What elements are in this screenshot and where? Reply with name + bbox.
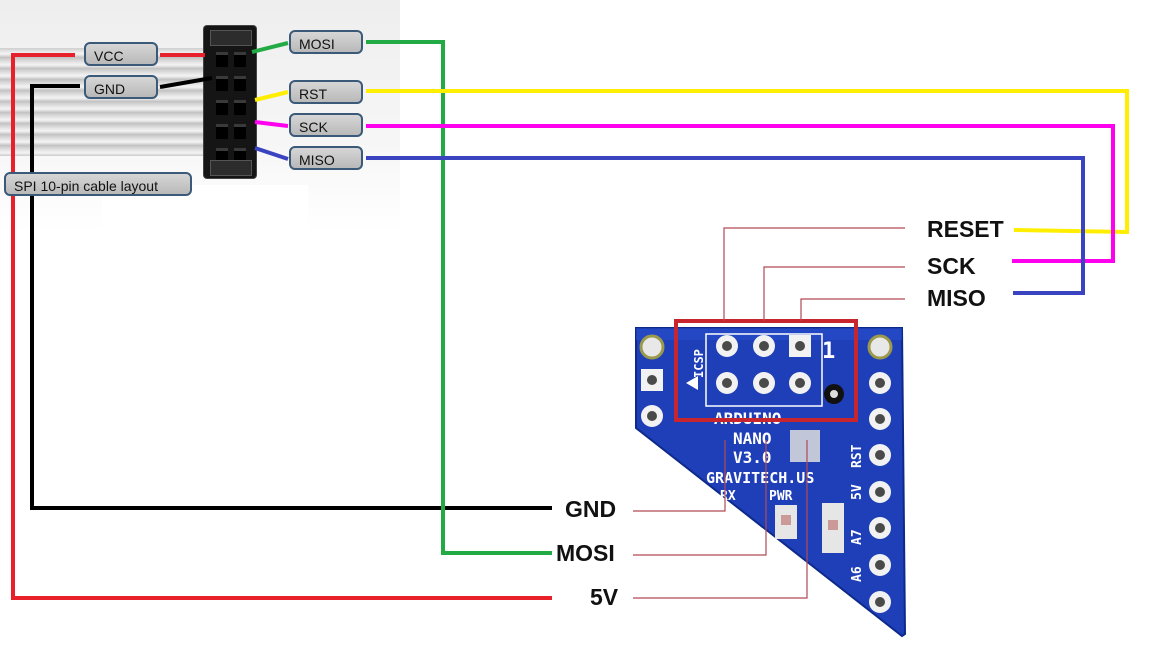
connector-pin-9 [216, 148, 228, 163]
connector-pin-2 [234, 52, 246, 67]
leader-miso [800, 298, 905, 321]
pin-label-sck: SCK [927, 253, 976, 279]
pin-label-reset: RESET [927, 216, 1004, 242]
wire-sck [366, 124, 1115, 263]
callout-vcc: VCC [84, 42, 158, 66]
arduino-nano-board: ARDUINO NANO V3.0 GRAVITECH.US RX PWR 1 … [635, 319, 907, 638]
silk-5v: 5V [850, 484, 865, 500]
silk-pwr: PWR [769, 489, 793, 504]
idc-10pin-connector [204, 26, 256, 178]
silk-version: V3.0 [733, 448, 772, 467]
pin-label-5v: 5V [590, 584, 619, 610]
leader-lines [633, 227, 905, 599]
connector-pin-1 [216, 52, 228, 67]
right-pin-header [869, 372, 891, 613]
wire-vcc-5v [11, 53, 552, 600]
pin-label-mosi: MOSI [556, 540, 615, 566]
wires [11, 40, 1129, 600]
arrow-rst [254, 90, 289, 102]
leader-5v [633, 440, 808, 599]
gravitech-logo [790, 430, 820, 462]
connector-pin-4 [234, 76, 246, 91]
silk-icsp: ICSP [692, 349, 706, 378]
connector-pin-6 [234, 100, 246, 115]
connector-pin-8 [234, 124, 246, 139]
arrow-mosi [251, 41, 289, 54]
connector-latch-top [210, 30, 252, 46]
callout-miso: MISO [289, 146, 363, 170]
pin1-marker: 1 [822, 339, 835, 364]
callout-mosi: MOSI [289, 30, 363, 54]
wire-reset [366, 89, 1129, 235]
silk-nano: NANO [733, 429, 772, 448]
pin-label-gnd: GND [565, 496, 617, 522]
silk-rst: RST [850, 444, 865, 468]
callout-rst: RST [289, 80, 363, 104]
leader-gnd [633, 440, 726, 512]
wire-gnd [30, 84, 552, 510]
leader-reset [723, 227, 905, 321]
connector-pin-7 [216, 124, 228, 139]
silk-gravitech: GRAVITECH.US [706, 469, 814, 487]
arrow-miso [254, 146, 289, 161]
silk-a6: A6 [850, 566, 865, 582]
silk-rx: RX [720, 489, 736, 504]
ribbon-cable [0, 48, 210, 156]
connector-pin-10 [234, 148, 246, 163]
pin-label-miso: MISO [927, 285, 986, 311]
silk-a7: A7 [850, 529, 865, 545]
connector-pin-5 [216, 100, 228, 115]
icsp-header [705, 333, 823, 407]
arrow-sck [254, 120, 289, 128]
wire-mosi [366, 40, 552, 555]
mounting-hole [639, 334, 665, 360]
callout-sck: SCK [289, 113, 363, 137]
leader-mosi [633, 440, 767, 556]
mounting-hole [867, 334, 893, 360]
callout-gnd: GND [84, 75, 158, 99]
icsp-highlight-box [674, 319, 858, 422]
pin-triangle-marker [686, 376, 698, 390]
connector-pin-3 [216, 76, 228, 91]
leader-sck [763, 266, 905, 321]
wire-miso [366, 156, 1085, 295]
arrow-gnd [159, 76, 213, 89]
cable-caption: SPI 10-pin cable layout [4, 172, 192, 196]
connector-latch-bottom [210, 160, 252, 176]
